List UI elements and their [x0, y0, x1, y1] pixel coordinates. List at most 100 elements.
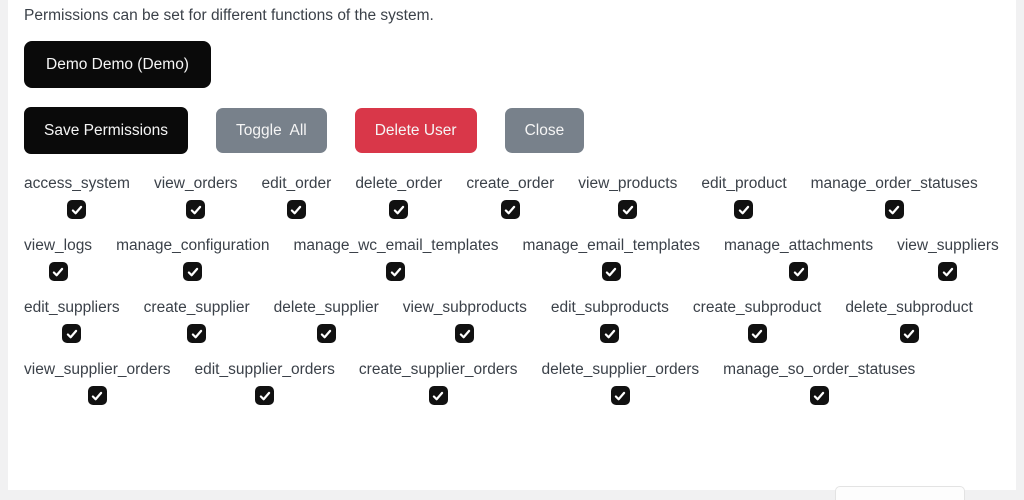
delete-user-button[interactable]: Delete User [354, 108, 477, 153]
partial-bottom-element [835, 486, 965, 500]
checkmark-icon [888, 205, 900, 214]
permission-label: view_orders [153, 175, 238, 192]
permission-label: edit_supplier_orders [194, 361, 335, 378]
permission-item: edit_product [701, 175, 787, 219]
permission-item: delete_order [355, 175, 442, 219]
checkmark-icon [459, 329, 471, 338]
checkmark-icon [606, 267, 617, 276]
permission-item: manage_email_templates [522, 237, 701, 281]
permission-checkbox[interactable] [600, 324, 620, 343]
permission-checkbox[interactable] [62, 324, 82, 343]
permission-checkbox[interactable] [734, 200, 754, 219]
checkmark-icon [191, 329, 202, 338]
permission-item: view_subproducts [403, 299, 527, 343]
checkmark-icon [66, 329, 78, 338]
permission-checkbox[interactable] [286, 200, 306, 219]
permission-checkbox[interactable] [601, 262, 621, 281]
permission-checkbox[interactable] [899, 324, 919, 343]
checkmark-icon [291, 205, 302, 214]
permission-label: manage_wc_email_templates [293, 237, 499, 254]
permission-checkbox[interactable] [386, 262, 406, 281]
checkmark-icon [604, 329, 616, 338]
permission-checkbox[interactable] [747, 324, 767, 343]
permission-label: edit_product [701, 175, 787, 192]
toggle-all-button[interactable]: Toggle All [216, 108, 327, 153]
permissions-panel: Permissions can be set for different fun… [8, 0, 1016, 490]
checkmark-icon [751, 329, 763, 338]
permission-checkbox[interactable] [500, 200, 520, 219]
checkmark-icon [259, 391, 270, 400]
permission-checkbox[interactable] [884, 200, 904, 219]
permission-label: manage_attachments [724, 237, 874, 254]
permission-item: create_order [466, 175, 554, 219]
permission-item: access_system [24, 175, 130, 219]
permission-item: edit_order [261, 175, 332, 219]
permission-label: delete_supplier [273, 299, 379, 316]
permission-checkbox[interactable] [809, 386, 829, 405]
permission-label: create_supplier [143, 299, 250, 316]
permission-item: manage_so_order_statuses [723, 361, 915, 405]
permission-checkbox[interactable] [938, 262, 958, 281]
permission-checkbox[interactable] [428, 386, 448, 405]
permission-label: manage_email_templates [522, 237, 701, 254]
checkmark-icon [71, 205, 83, 214]
user-button[interactable]: Demo Demo (Demo) [24, 41, 211, 88]
permissions-list: access_system view_orders edit_order del… [24, 175, 1000, 405]
permission-item: view_logs [24, 237, 92, 281]
checkmark-icon [622, 205, 634, 214]
checkmark-icon [187, 267, 198, 276]
permission-checkbox[interactable] [255, 386, 275, 405]
permission-item: delete_supplier_orders [541, 361, 699, 405]
checkmark-icon [738, 205, 750, 214]
permission-item: view_products [578, 175, 677, 219]
permission-label: delete_order [355, 175, 443, 192]
permission-checkbox[interactable] [186, 200, 206, 219]
checkmark-icon [505, 205, 516, 214]
permission-label: view_logs [24, 237, 93, 254]
panel-description: Permissions can be set for different fun… [24, 7, 434, 24]
checkmark-icon [615, 391, 626, 400]
close-button[interactable]: Close [504, 108, 585, 153]
save-permissions-button[interactable]: Save Permissions [24, 107, 189, 154]
permission-label: manage_so_order_statuses [723, 361, 916, 378]
permission-label: edit_order [261, 175, 332, 192]
permission-item: create_supplier_orders [359, 361, 517, 405]
permission-checkbox[interactable] [455, 324, 475, 343]
permission-item: delete_subproduct [845, 299, 973, 343]
checkmark-icon [52, 267, 64, 276]
permission-checkbox[interactable] [48, 262, 68, 281]
actions-toolbar: Save Permissions Toggle All Delete User … [24, 107, 1000, 154]
permission-checkbox[interactable] [789, 262, 809, 281]
permission-label: manage_order_statuses [810, 175, 978, 192]
permission-item: edit_supplier_orders [194, 361, 335, 405]
permission-label: edit_suppliers [24, 299, 120, 316]
permission-item: manage_order_statuses [811, 175, 978, 219]
permission-checkbox[interactable] [389, 200, 409, 219]
permission-item: view_supplier_orders [24, 361, 170, 405]
permission-item: view_orders [154, 175, 238, 219]
checkmark-icon [793, 267, 804, 276]
checkmark-icon [320, 329, 332, 338]
permission-label: view_products [578, 175, 678, 192]
permission-label: delete_subproduct [845, 299, 973, 316]
permission-item: delete_supplier [274, 299, 379, 343]
permission-item: edit_subproducts [551, 299, 669, 343]
permission-checkbox[interactable] [618, 200, 638, 219]
permission-checkbox[interactable] [87, 386, 107, 405]
permission-checkbox[interactable] [183, 262, 203, 281]
checkmark-icon [942, 267, 954, 276]
permission-checkbox[interactable] [316, 324, 336, 343]
permission-checkbox[interactable] [67, 200, 87, 219]
permission-label: edit_subproducts [550, 299, 669, 316]
checkmark-icon [390, 267, 402, 276]
permission-item: manage_configuration [116, 237, 269, 281]
permission-label: create_subproduct [692, 299, 822, 316]
permission-item: edit_suppliers [24, 299, 120, 343]
permission-checkbox[interactable] [610, 386, 630, 405]
permission-item: create_subproduct [693, 299, 821, 343]
checkmark-icon [92, 391, 103, 400]
permission-label: view_supplier_orders [24, 361, 171, 378]
permission-item: view_suppliers [897, 237, 999, 281]
permission-checkbox[interactable] [187, 324, 207, 343]
permission-label: delete_supplier_orders [541, 361, 700, 378]
